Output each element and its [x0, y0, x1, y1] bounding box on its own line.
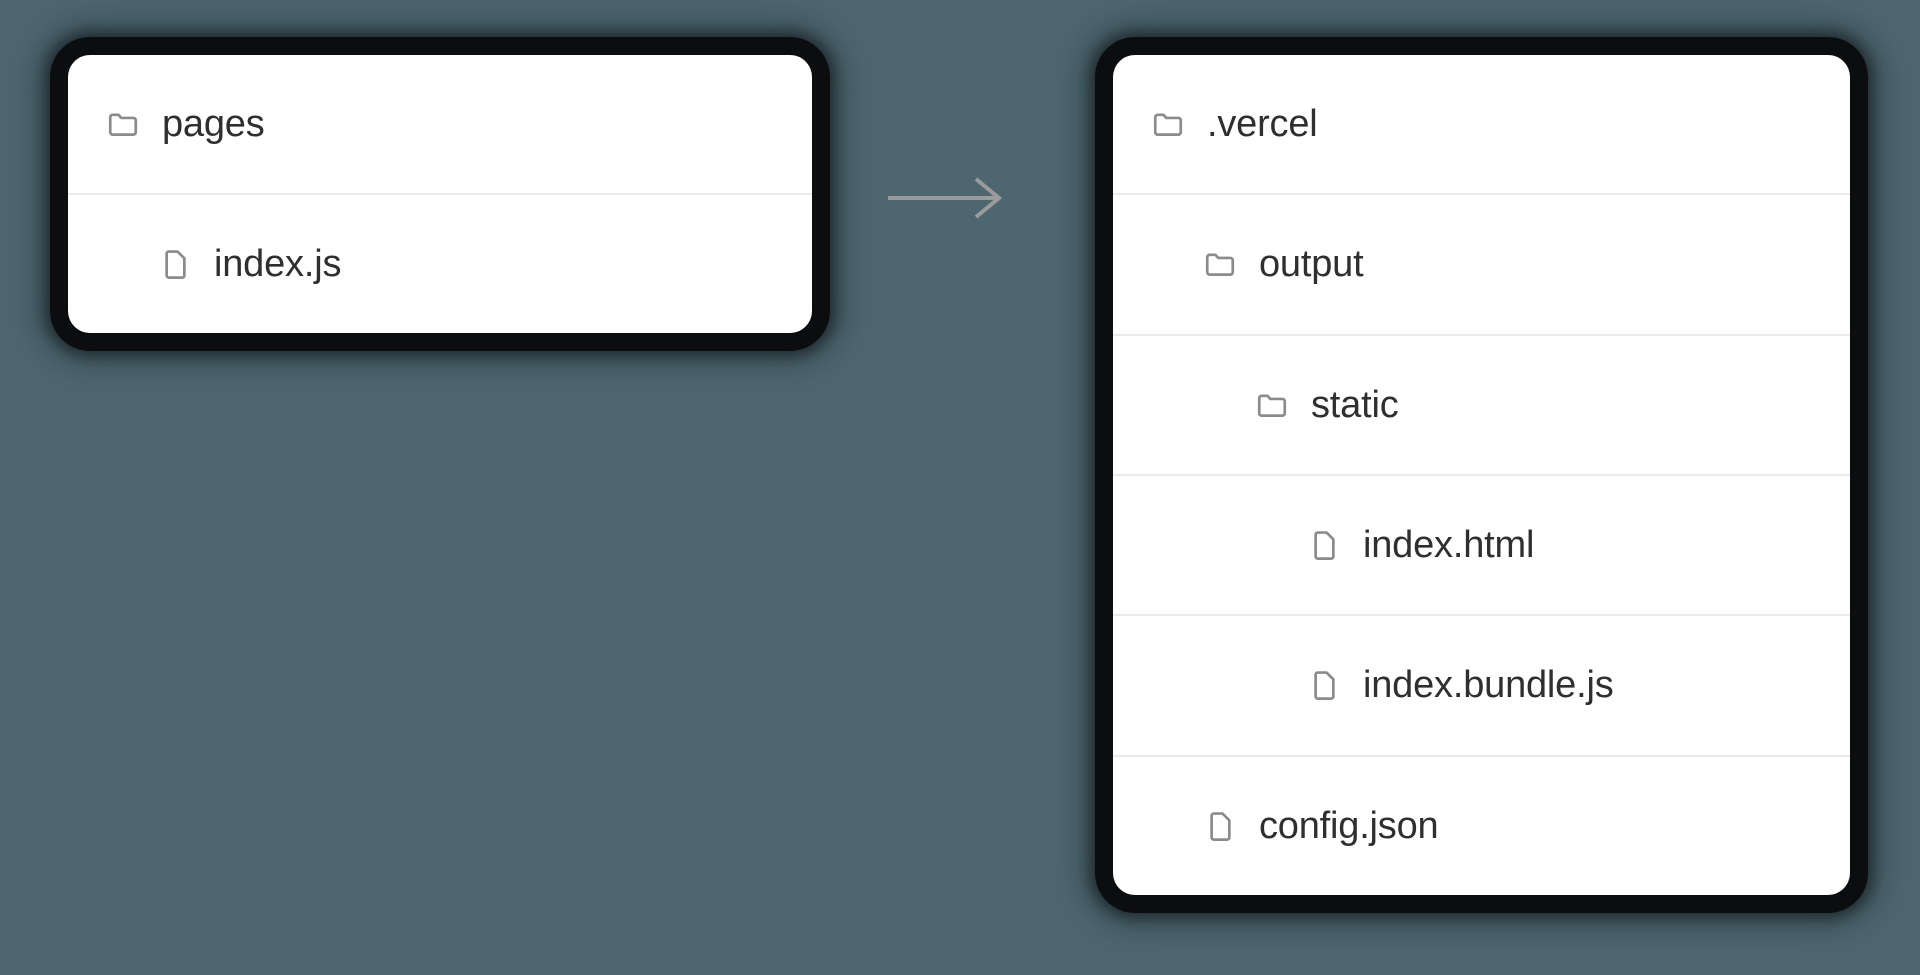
tree-row-label: output [1259, 243, 1364, 286]
tree-row-config-json[interactable]: config.json [1113, 757, 1850, 895]
tree-row-label: index.bundle.js [1363, 664, 1614, 707]
folder-icon [1151, 107, 1185, 141]
output-file-tree-card: .vercel output static [1113, 55, 1850, 895]
tree-row-label: index.js [214, 243, 342, 285]
tree-row-label: .vercel [1207, 103, 1318, 146]
tree-row-output[interactable]: output [1113, 195, 1850, 336]
tree-row-index-js[interactable]: index.js [68, 195, 812, 333]
tree-row-static[interactable]: static [1113, 336, 1850, 476]
tree-row-vercel[interactable]: .vercel [1113, 55, 1850, 196]
file-icon [1203, 809, 1237, 843]
tree-row-label: index.html [1363, 524, 1535, 567]
folder-icon [106, 107, 140, 141]
tree-row-index-bundle-js[interactable]: index.bundle.js [1113, 616, 1850, 757]
file-icon [1307, 668, 1341, 702]
tree-row-pages[interactable]: pages [68, 55, 812, 195]
tree-row-label: static [1311, 383, 1399, 426]
tree-row-index-html[interactable]: index.html [1113, 476, 1850, 617]
tree-row-label: config.json [1259, 804, 1439, 847]
arrow-right-icon [880, 168, 1010, 228]
file-icon [1307, 528, 1341, 562]
tree-row-label: pages [162, 103, 265, 145]
file-icon [158, 247, 192, 281]
folder-icon [1203, 247, 1237, 281]
source-file-tree-card: pages index.js [68, 55, 812, 333]
folder-icon [1255, 388, 1289, 422]
